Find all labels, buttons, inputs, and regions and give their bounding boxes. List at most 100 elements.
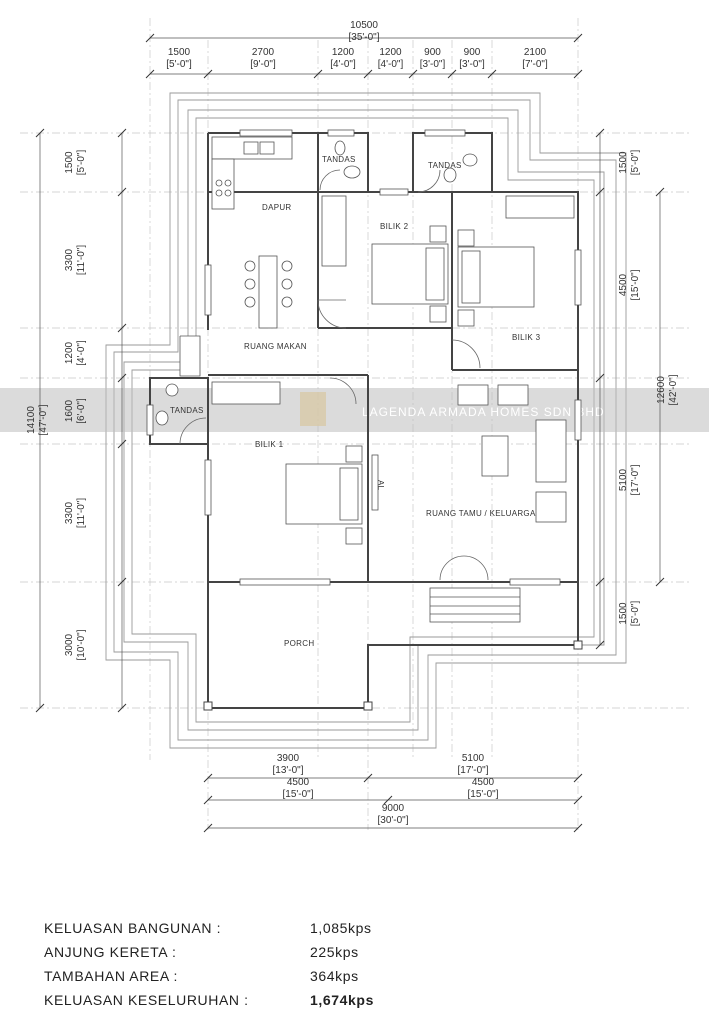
left-segment-dim-imperial: [4'-0"] — [76, 340, 87, 366]
room-label-tandas: TANDAS — [170, 406, 204, 415]
right-segment-dim: 1500 — [618, 602, 629, 625]
dimension-tick — [595, 187, 605, 197]
right-segment-dim: 1500 — [618, 151, 629, 174]
floor-plan-drawing: LAGENDA ARMADA HOMES SDN BHD — [0, 18, 709, 833]
summary-label: TAMBAHAN AREA : — [44, 968, 178, 984]
dimension-tick — [145, 33, 155, 43]
room-label-dapur: DAPUR — [262, 203, 292, 212]
watermark-logo — [300, 392, 326, 426]
left-segment-dim: 3000 — [64, 633, 75, 656]
dimension-tick — [117, 128, 127, 138]
right-segment-dim-imperial: [5'-0"] — [630, 601, 641, 627]
dimension-tick — [203, 69, 213, 79]
dimension-tick — [117, 577, 127, 587]
top-segment-dim-imperial: [4'-0"] — [330, 59, 356, 70]
left-segment-dim: 1200 — [64, 341, 75, 364]
bottom-total-dim-imperial: [30'-0"] — [377, 815, 408, 826]
dimension-tick — [203, 823, 213, 833]
bottom-segment-dims: 3900[13'-0"]5100[17'-0"]4500[15'-0"]4500… — [272, 753, 498, 800]
summary-value-total: 1,674kps — [310, 992, 374, 1008]
top-segment-dim-imperial: [3'-0"] — [420, 59, 446, 70]
room-label-bilik-3: BILIK 3 — [512, 333, 541, 342]
right-segment-dim: 4500 — [618, 273, 629, 296]
dimension-tick — [573, 33, 583, 43]
bottom-segment-dim: 3900 — [277, 753, 300, 764]
summary-value: 364kps — [310, 968, 359, 984]
dimension-tick — [595, 577, 605, 587]
beds — [285, 225, 535, 545]
bottom-segment-dim: 5100 — [462, 753, 485, 764]
dimension-tick — [595, 128, 605, 138]
dimension-tick — [447, 69, 457, 79]
left-segment-dim: 3300 — [64, 501, 75, 524]
top-segment-dim-imperial: [4'-0"] — [378, 59, 404, 70]
left-segment-dim-imperial: [10'-0"] — [76, 629, 87, 660]
right-segment-dim-imperial: [15'-0"] — [630, 269, 641, 300]
top-segment-dim-imperial: [7'-0"] — [522, 59, 548, 70]
summary-row-keluasan-keseluruhan: KELUASAN KESELURUHAN : 1,674kps — [44, 988, 664, 1012]
toilet-fixtures — [155, 140, 478, 426]
room-label-porch: PORCH — [284, 639, 314, 648]
bottom-segment-dim-imperial: [15'-0"] — [282, 789, 313, 800]
left-segment-dim-imperial: [11'-0"] — [76, 245, 87, 276]
dimension-tick — [655, 187, 665, 197]
left-total-dim-imperial: [47'-0"] — [38, 404, 49, 435]
right-segment-dims: 1500[5'-0"]4500[15'-0"]5100[17'-0"]1500[… — [618, 150, 641, 627]
top-segment-dim-imperial: [5'-0"] — [166, 59, 192, 70]
dimension-tick — [117, 703, 127, 713]
watermark-text: LAGENDA ARMADA HOMES SDN BHD — [362, 405, 605, 419]
top-segment-dim: 1500 — [168, 47, 191, 58]
right-segment-dim: 5100 — [618, 468, 629, 491]
room-label-ruang-tamu: RUANG TAMU / KELUARGA — [426, 509, 536, 518]
dimension-tick — [573, 795, 583, 805]
area-summary: KELUASAN BANGUNAN : 1,085kps ANJUNG KERE… — [44, 916, 664, 1012]
dimension-tick — [383, 795, 393, 805]
summary-label: ANJUNG KERETA : — [44, 944, 177, 960]
summary-row-keluasan-bangunan: KELUASAN BANGUNAN : 1,085kps — [44, 916, 664, 940]
dimension-tick — [487, 69, 497, 79]
bottom-segment-dim: 4500 — [287, 777, 310, 788]
dimension-tick — [35, 128, 45, 138]
left-segment-dim-imperial: [6'-0"] — [76, 398, 87, 424]
right-total-dim-imperial: [42'-0"] — [668, 374, 679, 405]
top-segment-dim-imperial: [9'-0"] — [250, 59, 276, 70]
summary-row-tambahan-area: TAMBAHAN AREA : 364kps — [44, 964, 664, 988]
dimension-tick — [203, 795, 213, 805]
room-label-tandas: TANDAS — [428, 161, 462, 170]
bottom-segment-dim: 4500 — [472, 777, 495, 788]
stairs — [179, 335, 521, 623]
dimension-tick — [313, 69, 323, 79]
dimension-tick — [573, 823, 583, 833]
dimension-tick — [145, 69, 155, 79]
top-segment-dim: 2700 — [252, 47, 275, 58]
dimension-lines — [39, 37, 661, 829]
porch-columns — [203, 640, 583, 711]
bottom-segment-dim-imperial: [17'-0"] — [457, 765, 488, 776]
left-segment-dim: 1600 — [64, 399, 75, 422]
dimension-tick — [573, 69, 583, 79]
dimension-tick — [363, 69, 373, 79]
dimension-tick — [573, 773, 583, 783]
room-label-bilik-1: BILIK 1 — [255, 440, 284, 449]
al-label: AL — [376, 480, 385, 491]
left-segment-dim-imperial: [5'-0"] — [76, 150, 87, 176]
room-label-tandas: TANDAS — [322, 155, 356, 164]
dimension-tick — [363, 773, 373, 783]
summary-value: 1,085kps — [310, 920, 372, 936]
dimension-tick — [655, 577, 665, 587]
left-total-dim: 14100 — [26, 406, 37, 434]
dimension-tick — [117, 187, 127, 197]
roof-outline — [105, 92, 627, 749]
living-furniture — [371, 384, 567, 523]
right-segment-dim-imperial: [5'-0"] — [630, 150, 641, 176]
windows — [146, 129, 582, 586]
left-segment-dims: 1500[5'-0"]3300[11'-0"]1200[4'-0"]1600[6… — [64, 150, 87, 661]
room-label-ruang-makan: RUANG MAKAN — [244, 342, 307, 351]
top-total-dim: 10500 — [350, 20, 378, 31]
left-segment-dim-imperial: [11'-0"] — [76, 498, 87, 529]
doors — [179, 169, 489, 581]
kitchen-counter — [211, 136, 293, 210]
top-segment-dims: 1500[5'-0"]2700[9'-0"]1200[4'-0"]1200[4'… — [166, 47, 548, 70]
dimension-tick — [595, 640, 605, 650]
bottom-segment-dim-imperial: [15'-0"] — [467, 789, 498, 800]
